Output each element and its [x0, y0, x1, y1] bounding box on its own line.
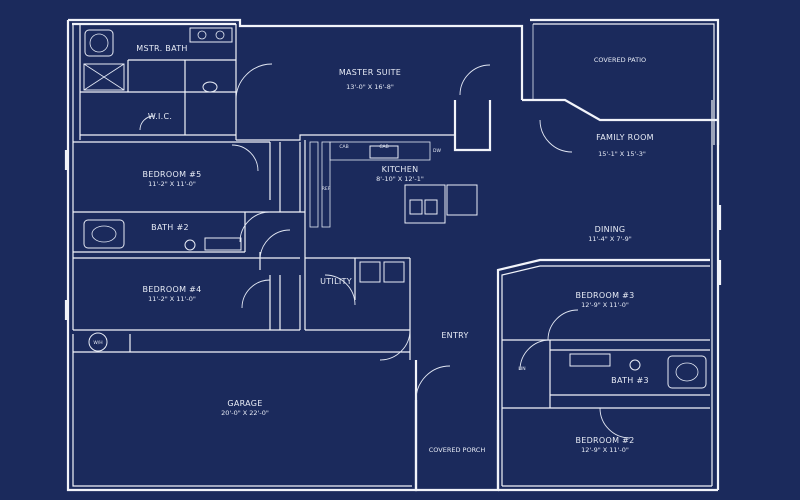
- label-wh: W/H: [93, 340, 102, 346]
- dim-bedroom2: 12'-9" X 11'-0": [581, 446, 629, 454]
- doors: [139, 63, 631, 439]
- label-kitchen: KITCHEN: [382, 165, 419, 174]
- label-mstr-bath: MSTR. BATH: [136, 44, 187, 53]
- label-dw: DW: [433, 148, 441, 154]
- label-bedroom2: BEDROOM #2: [575, 436, 634, 445]
- label-utility: UTILITY: [320, 277, 352, 286]
- interior-walls: [64, 24, 722, 490]
- label-bath2: BATH #2: [151, 223, 189, 232]
- label-master-suite: MASTER SUITE: [339, 68, 401, 77]
- label-cab-1: CAB: [339, 144, 348, 150]
- label-lin: LIN: [518, 366, 525, 372]
- label-bedroom5: BEDROOM #5: [142, 170, 201, 179]
- label-bath3: BATH #3: [611, 376, 649, 385]
- bath3-tub: [667, 355, 707, 389]
- label-covered-porch: COVERED PORCH: [429, 446, 486, 454]
- dim-dining: 11'-4" X 7'-9": [588, 235, 632, 243]
- label-entry: ENTRY: [441, 331, 468, 340]
- label-ref: REF: [322, 186, 331, 192]
- label-family-room: FAMILY ROOM: [596, 133, 654, 142]
- label-dining: DINING: [595, 225, 626, 234]
- dim-family-room: 15'-1" X 15'-3": [598, 150, 646, 158]
- fixture-labels: CAB CAB REF DW W/H LIN: [93, 144, 525, 372]
- master-tub: [84, 29, 114, 57]
- label-wic: W.I.C.: [148, 112, 172, 121]
- dim-kitchen: 8'-10" X 12'-1": [376, 175, 424, 183]
- bath2-tub: [83, 219, 125, 249]
- dim-bedroom4: 11'-2" X 11'-0": [148, 295, 196, 303]
- label-cab-2: CAB: [379, 144, 388, 150]
- label-bedroom3: BEDROOM #3: [575, 291, 634, 300]
- room-labels: MSTR. BATH MASTER SUITE 13'-0" X 16'-8" …: [136, 44, 654, 454]
- fixtures: [83, 27, 707, 389]
- dim-bedroom3: 12'-9" X 11'-0": [581, 301, 629, 309]
- label-garage: GARAGE: [227, 399, 262, 408]
- dim-garage: 20'-0" X 22'-0": [221, 409, 269, 417]
- water-heater: [88, 332, 108, 352]
- dim-master-suite: 13'-0" X 16'-8": [346, 83, 394, 91]
- exterior-walls: [66, 18, 720, 492]
- dim-bedroom5: 11'-2" X 11'-0": [148, 180, 196, 188]
- label-bedroom4: BEDROOM #4: [142, 285, 201, 294]
- label-covered-patio: COVERED PATIO: [594, 56, 646, 64]
